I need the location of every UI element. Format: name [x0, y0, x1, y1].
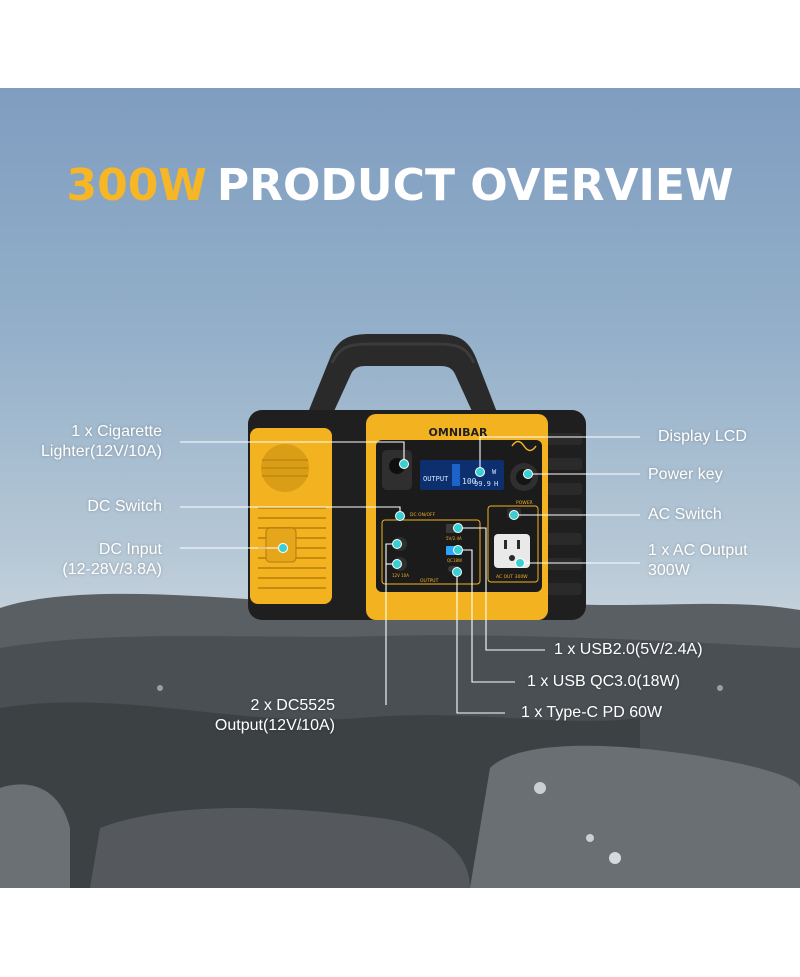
power-label: POWER [516, 500, 533, 506]
rock-foreground [0, 593, 800, 888]
headline-accent: 300W [66, 160, 207, 211]
label-dc-switch: DC Switch [87, 498, 162, 515]
lcd-hour-unit: H [494, 480, 498, 488]
qc-label: QC18W [447, 558, 462, 563]
ac-box [487, 505, 539, 583]
headline-main: PRODUCT OVERVIEW [216, 160, 734, 211]
output-box [381, 519, 481, 585]
lcd-battery-icon [452, 464, 460, 486]
lcd-watt-unit: W [492, 468, 497, 476]
left-side-panel [250, 428, 332, 604]
usb-label: 5V/2.4A [446, 536, 462, 541]
callout-lines [180, 436, 640, 714]
lcd-hours: 99.9 [474, 480, 491, 488]
dc12-label: 12V 10A [392, 573, 409, 578]
label-display-lcd: Display LCD [658, 428, 747, 445]
label-usb20: 1 x USB2.0(5V/2.4A) [554, 641, 703, 658]
dc-onoff-label: DC ON/OFF [410, 512, 436, 518]
ac-wave-icon [511, 440, 537, 452]
label-dc5525: 2 x DC5525 Output(12V/10A) [214, 697, 335, 734]
display-lcd [420, 460, 504, 490]
callout-markers [278, 459, 533, 577]
label-power-key: Power key [648, 466, 723, 483]
output-label: OUTPUT [420, 578, 439, 584]
label-ac-output: 1 x AC Output 300W [648, 542, 748, 579]
label-ac-switch: AC Switch [648, 506, 722, 523]
brand-logo: OMNIBAR [429, 426, 488, 439]
product-scene: OMNIBAR OUTPUT 100 0 W 99.9 H DC ON/OFF … [0, 88, 800, 888]
ac-out-label: AC OUT 300W [496, 574, 528, 580]
right-side-grip [546, 433, 582, 595]
label-usb-qc: 1 x USB QC3.0(18W) [527, 673, 680, 690]
label-type-c: 1 x Type-C PD 60W [521, 704, 663, 721]
handle [305, 334, 500, 420]
label-dc-input: DC Input (12-28V/3.8A) [62, 541, 162, 578]
label-cigarette-lighter: 1 x Cigarette Lighter(12V/10A) [41, 423, 162, 460]
scene-illustration: OMNIBAR OUTPUT 100 0 W 99.9 H DC ON/OFF … [0, 334, 800, 888]
lcd-percent: 100 [462, 477, 477, 486]
lcd-output-label: OUTPUT [423, 475, 449, 483]
